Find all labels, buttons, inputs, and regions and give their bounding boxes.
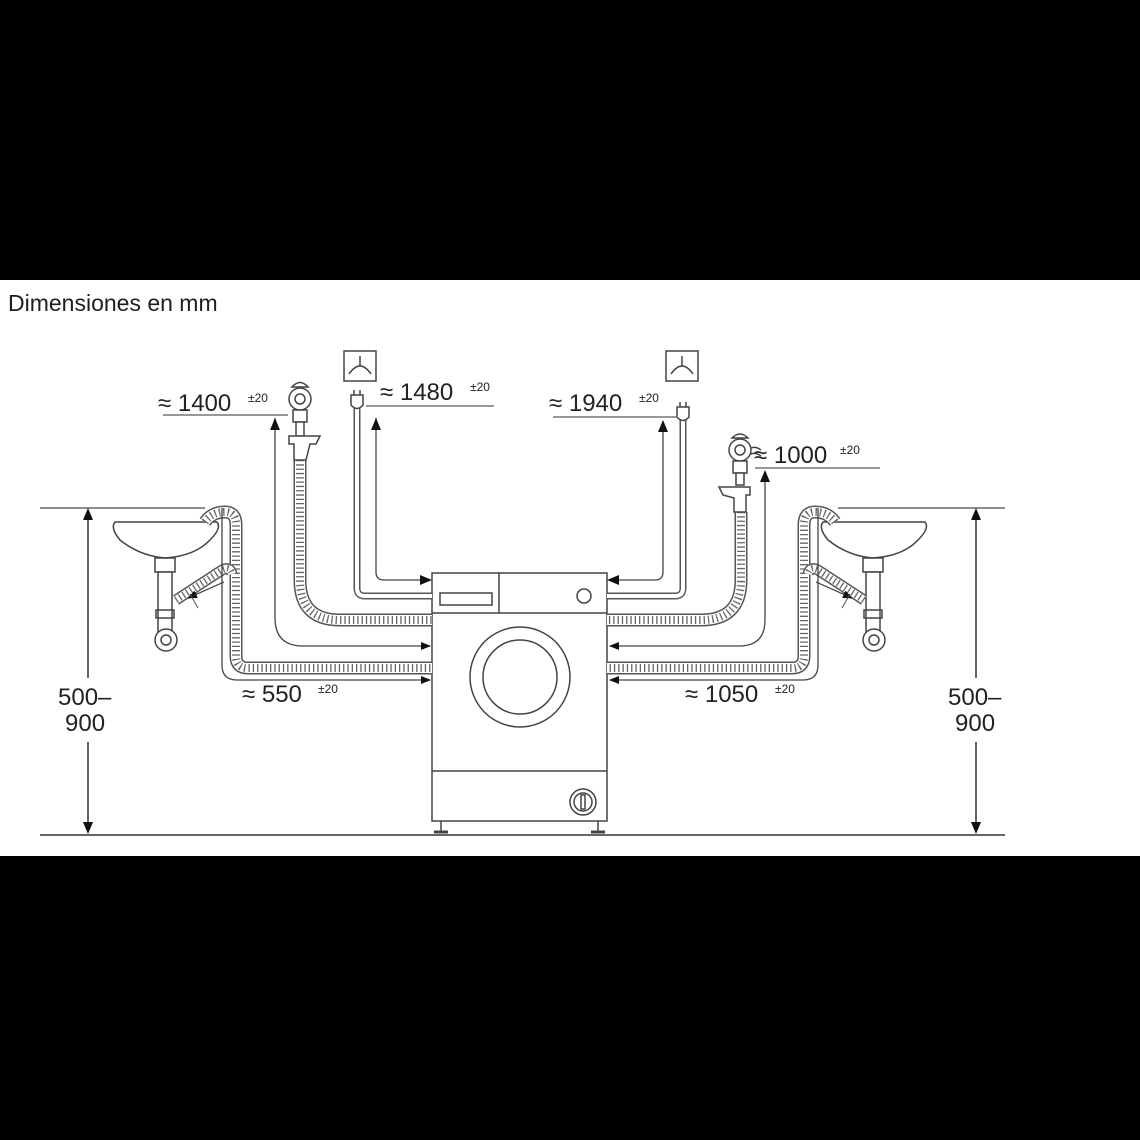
water-tap-right <box>717 433 762 513</box>
door-inner <box>482 639 558 715</box>
arrowhead <box>760 470 770 482</box>
sink-right <box>820 521 928 652</box>
label-1050: ≈ 1050 <box>685 681 758 708</box>
door-outer <box>469 626 571 728</box>
power-socket-left-icon <box>343 350 377 382</box>
tolerance-1480: ±20 <box>470 380 490 394</box>
label-1480: ≈ 1480 <box>380 379 453 406</box>
label-550: ≈ 550 <box>242 681 302 708</box>
drain-arrow-left <box>221 508 431 684</box>
water-inlet-hose-left <box>293 460 432 627</box>
detergent-drawer <box>439 592 493 606</box>
pump-cover <box>569 788 597 816</box>
tolerance-1000: ±20 <box>840 443 860 457</box>
power-socket-right-icon <box>665 350 699 382</box>
label-1400: ≈ 1400 <box>158 390 231 417</box>
arrowhead <box>658 420 668 432</box>
washing-machine <box>431 572 608 834</box>
water-inlet-hose-right <box>607 512 748 627</box>
tolerance-550: ±20 <box>318 682 338 696</box>
diagram-panel: Dimensiones en mm <box>0 280 1140 856</box>
sink-left <box>112 521 220 652</box>
power-arrow-left <box>375 418 431 584</box>
water-tap-left <box>288 381 322 461</box>
power-cord-right <box>607 402 690 600</box>
power-cord-left <box>350 390 432 600</box>
diagram-title: Dimensiones en mm <box>8 290 218 316</box>
label-height-right-2: 900 <box>955 710 995 737</box>
label-1000: ≈ 1000 <box>754 442 827 469</box>
arrowhead <box>371 418 381 430</box>
arrowhead <box>270 418 280 430</box>
label-1940: ≈ 1940 <box>549 390 622 417</box>
installation-diagram: ≈ 1400 ±20 ≈ 1480 ±20 ≈ 1940 ±20 ≈ 1000 … <box>40 350 1005 836</box>
height-dimension-left <box>40 507 205 834</box>
drain-arrow-right <box>609 508 819 684</box>
tolerance-1050: ±20 <box>775 682 795 696</box>
label-height-left-1: 500– <box>58 684 112 711</box>
tolerance-1400: ±20 <box>248 391 268 405</box>
program-knob <box>576 588 592 604</box>
height-dimension-right <box>838 507 1005 834</box>
tolerance-1940: ±20 <box>639 391 659 405</box>
power-arrow-right <box>609 430 664 584</box>
label-height-left-2: 900 <box>65 710 105 737</box>
label-height-right-1: 500– <box>948 684 1002 711</box>
inlet-arrow-right <box>609 480 766 650</box>
machine-arrows <box>420 575 619 585</box>
inlet-arrow-left <box>274 418 431 650</box>
